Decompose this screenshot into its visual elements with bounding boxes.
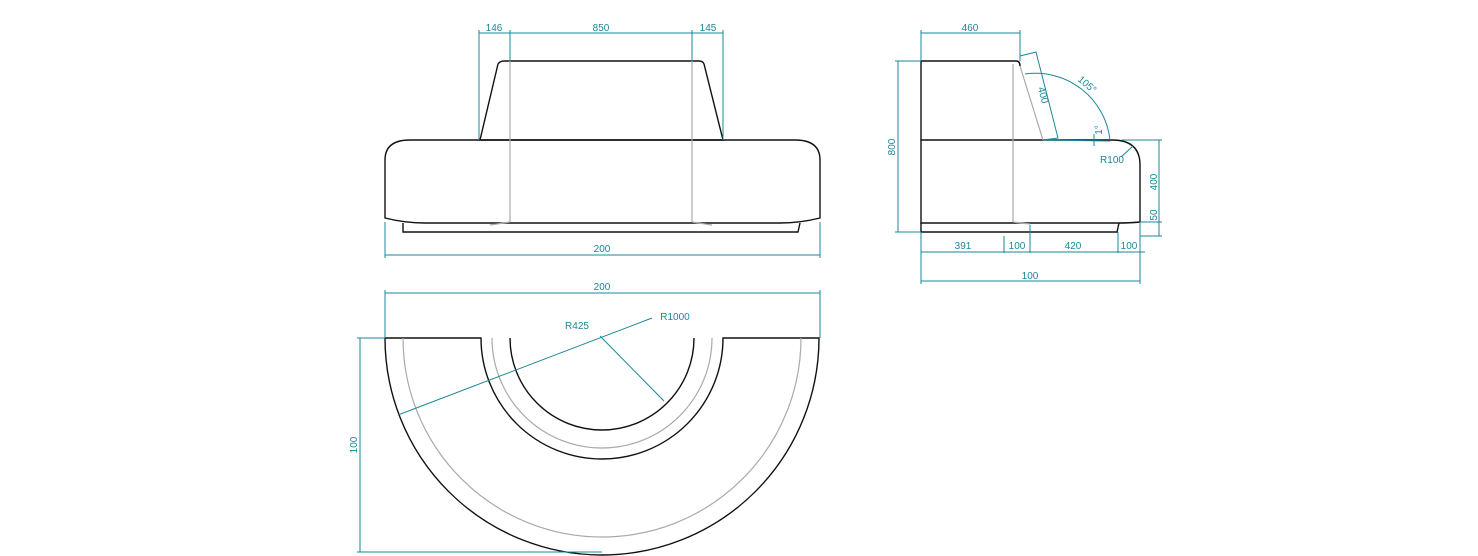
- dim-1-deg: 1°: [1094, 125, 1105, 135]
- dim-100-a: 100: [1009, 241, 1026, 252]
- inner-gray-arc: [491, 337, 713, 449]
- dim-400-seat: 400: [1149, 173, 1160, 190]
- front-dimensions: 146 850 145 200: [384, 23, 821, 258]
- outer-arc: [384, 337, 820, 556]
- dim-r425: R425: [565, 321, 589, 332]
- plinth-side: [920, 222, 1120, 233]
- tilted-cushion: [1019, 65, 1044, 141]
- top-dimensions: 200 100 R1000 R425: [349, 282, 821, 553]
- plinth: [402, 222, 801, 233]
- seat-body: [384, 139, 821, 224]
- section-line: [489, 221, 511, 226]
- side-dimensions: 460 800 400 105° 1° R100 400 50: [887, 23, 1162, 284]
- dim-800: 800: [887, 138, 898, 155]
- top-view: 200 100 R1000 R425: [349, 282, 821, 556]
- front-view: 146 850 145 200: [384, 23, 821, 258]
- dim-460: 460: [962, 23, 979, 34]
- dim-200: 200: [594, 244, 611, 255]
- dim-146: 146: [486, 23, 503, 34]
- side-view: 460 800 400 105° 1° R100 400 50: [887, 23, 1162, 284]
- dim-100-b: 100: [1121, 241, 1138, 252]
- section-line: [1012, 221, 1031, 225]
- dim-420: 420: [1065, 241, 1082, 252]
- dim-391: 391: [955, 241, 972, 252]
- dim-145: 145: [700, 23, 717, 34]
- seat-side: [920, 139, 1141, 224]
- dim-400-cushion: 400: [1035, 86, 1050, 105]
- section-line: [691, 221, 713, 226]
- dim-105-deg: 105°: [1075, 74, 1098, 96]
- dim-200-top: 200: [594, 282, 611, 293]
- dim-r1000: R1000: [660, 312, 690, 323]
- outer-gray-arc: [402, 337, 802, 538]
- backrest: [479, 60, 724, 141]
- inner-hole-arc: [509, 337, 695, 431]
- dim-r100: R100: [1100, 155, 1124, 166]
- backrest-side: [920, 60, 1021, 140]
- dim-100-total: 100: [1022, 271, 1039, 282]
- dim-50: 50: [1149, 209, 1160, 221]
- dim-850: 850: [593, 23, 610, 34]
- dim-100-top: 100: [349, 436, 360, 453]
